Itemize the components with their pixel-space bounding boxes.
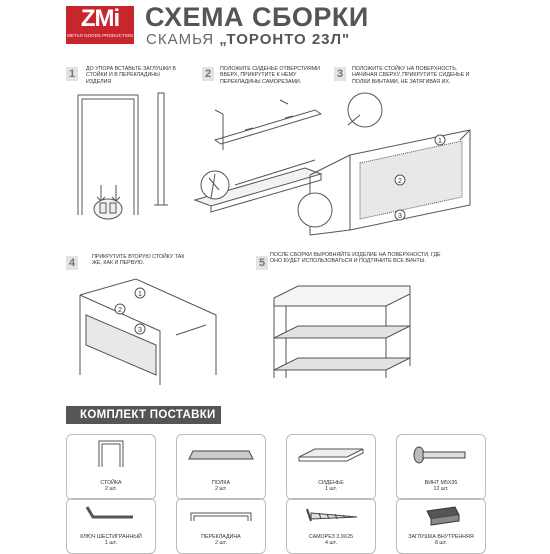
step-4-number: 4	[66, 256, 78, 270]
logo-subtext: МЕТАЛ GOODS PRODUCTION	[67, 33, 133, 38]
kit-item-seat: Сиденье 1 шт.	[286, 434, 376, 500]
kit-item-name: Саморез 3,9х25	[308, 534, 354, 540]
kit-item-name: Ключ шестигранный	[80, 534, 142, 540]
kit-item-qty: 4 шт.	[325, 540, 337, 546]
crossbar-top	[215, 110, 321, 144]
step-4-text: Прикрутите вторую стойку так же, как и п…	[92, 254, 185, 267]
kit-heading: КОМПЛЕКТ ПОСТАВКИ	[66, 406, 221, 424]
step-5-illustration: 1 2 3	[268, 280, 418, 392]
step-1-number: 1	[66, 67, 78, 81]
kit-item-plug: Заглушка внутренняя 8 шт.	[396, 498, 486, 554]
kit-item-name: Перекладина	[201, 534, 241, 540]
step-2-illustration	[175, 90, 335, 230]
stand-icon	[67, 435, 155, 475]
shelf-icon	[177, 435, 265, 475]
callout-3: 3	[398, 213, 402, 220]
kit-item-qty: 1 шт.	[325, 486, 337, 492]
kit-item-name: Сиденье	[318, 480, 344, 486]
kit-item-name: Полка	[212, 480, 230, 486]
bolt-icon	[397, 435, 485, 475]
kit-item-name: Стойка	[100, 480, 122, 486]
callout-5: 2	[118, 307, 122, 314]
step-3-number: 3	[334, 67, 346, 81]
kit-item-stand: Стойка 2 шт.	[66, 434, 156, 500]
brand-logo: ZMi МЕТАЛ GOODS PRODUCTION	[66, 6, 134, 44]
step-5-text: После сборки выровняйте изделие на повер…	[270, 252, 441, 265]
plug-icon	[397, 499, 485, 529]
step-5-number: 5	[256, 256, 268, 270]
crossbar-icon	[177, 499, 265, 529]
kit-item-qty: 2 шт.	[215, 486, 227, 492]
page-subtitle: СКАМЬЯ „ТОРОНТО 23Л"	[146, 31, 350, 48]
step-3-illustration: 1 2 3	[290, 85, 490, 240]
kit-item-screw: Саморез 3,9х25 4 шт.	[286, 498, 376, 554]
callout-1: 1	[438, 138, 442, 145]
kit-item-bolt: Винт М5х35 12 шт.	[396, 434, 486, 500]
callout-4: 1	[138, 291, 142, 298]
kit-item-shelf: Полка 2 шт.	[176, 434, 266, 500]
page-title: СХЕМА СБОРКИ	[145, 2, 369, 32]
callout-6: 3	[138, 327, 142, 334]
kit-item-qty: 8 шт.	[435, 540, 447, 546]
seat-icon	[287, 435, 375, 475]
callout-2: 2	[398, 178, 402, 185]
step-2-text: Положите сиденье отверстиями вверх, прик…	[220, 66, 320, 85]
step-4-illustration: 1 2 3	[66, 275, 226, 390]
kit-item-qty: 2 шт.	[215, 540, 227, 546]
kit-item-hex-key: Ключ шестигранный 1 шт.	[66, 498, 156, 554]
step-3-text: Положите стойку на поверхность. Начиная …	[352, 66, 470, 85]
kit-item-qty: 12 шт.	[433, 486, 449, 492]
screw-icon	[287, 499, 375, 529]
kit-item-crossbar: Перекладина 2 шт.	[176, 498, 266, 554]
kit-item-name: Заглушка внутренняя	[408, 534, 474, 540]
hex-key-icon	[67, 499, 155, 529]
kit-item-name: Винт М5х35	[424, 480, 458, 486]
subtitle-model: „ТОРОНТО 23Л"	[219, 31, 351, 48]
subtitle-prefix: СКАМЬЯ	[146, 31, 215, 48]
step-2-number: 2	[202, 67, 214, 81]
kit-item-qty: 2 шт.	[105, 486, 117, 492]
kit-item-qty: 1 шт.	[105, 540, 117, 546]
step-1-text: До упора вставьте заглушки в стойки и в …	[86, 66, 176, 85]
step-1-illustration	[66, 85, 176, 225]
logo-text: ZMi	[80, 5, 120, 32]
frame-a	[78, 95, 138, 215]
bench-seat	[274, 286, 410, 306]
